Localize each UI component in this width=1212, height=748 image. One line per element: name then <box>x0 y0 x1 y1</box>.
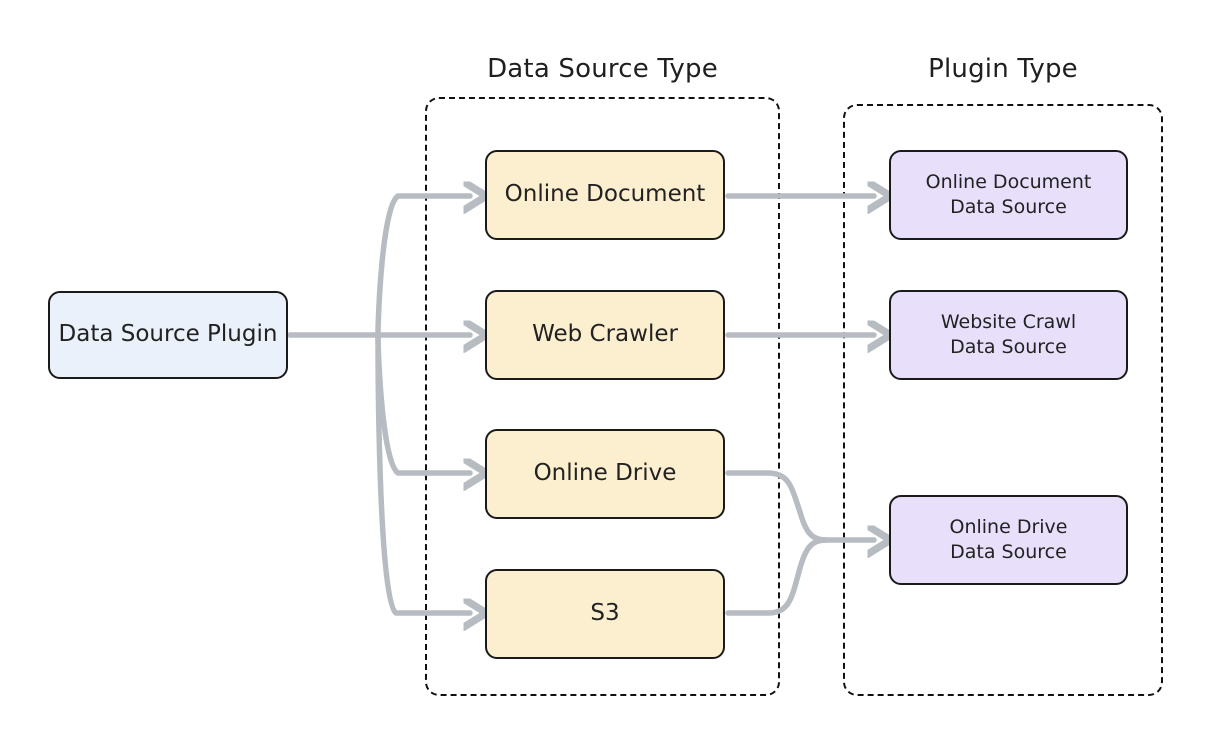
node-label-online-document: Online Document <box>504 181 706 208</box>
node-label-line1: Online Drive <box>949 516 1068 539</box>
node-label-line2: Data Source <box>950 336 1067 358</box>
node-label-online-drive: Online Drive <box>533 460 677 487</box>
node-label-data-source-plugin: Data Source Plugin <box>58 321 278 348</box>
node-data-source-plugin[interactable]: Data Source Plugin <box>48 291 288 379</box>
node-label-line1: Online Document <box>925 171 1092 194</box>
group-container-plugin-type <box>843 104 1163 696</box>
node-web-crawler[interactable]: Web Crawler <box>485 290 725 380</box>
node-s3[interactable]: S3 <box>485 569 725 659</box>
node-label-line2: Data Source <box>950 196 1067 218</box>
group-title-data-source-type: Data Source Type <box>487 54 718 84</box>
node-label-web-crawler: Web Crawler <box>532 321 678 348</box>
node-online-drive[interactable]: Online Drive <box>485 429 725 519</box>
node-label-line2: Data Source <box>950 541 1067 563</box>
group-title-plugin-type: Plugin Type <box>928 54 1078 84</box>
node-label-s3: S3 <box>590 600 620 627</box>
node-label-line1: Website Crawl <box>940 311 1077 334</box>
node-online-document[interactable]: Online Document <box>485 150 725 240</box>
